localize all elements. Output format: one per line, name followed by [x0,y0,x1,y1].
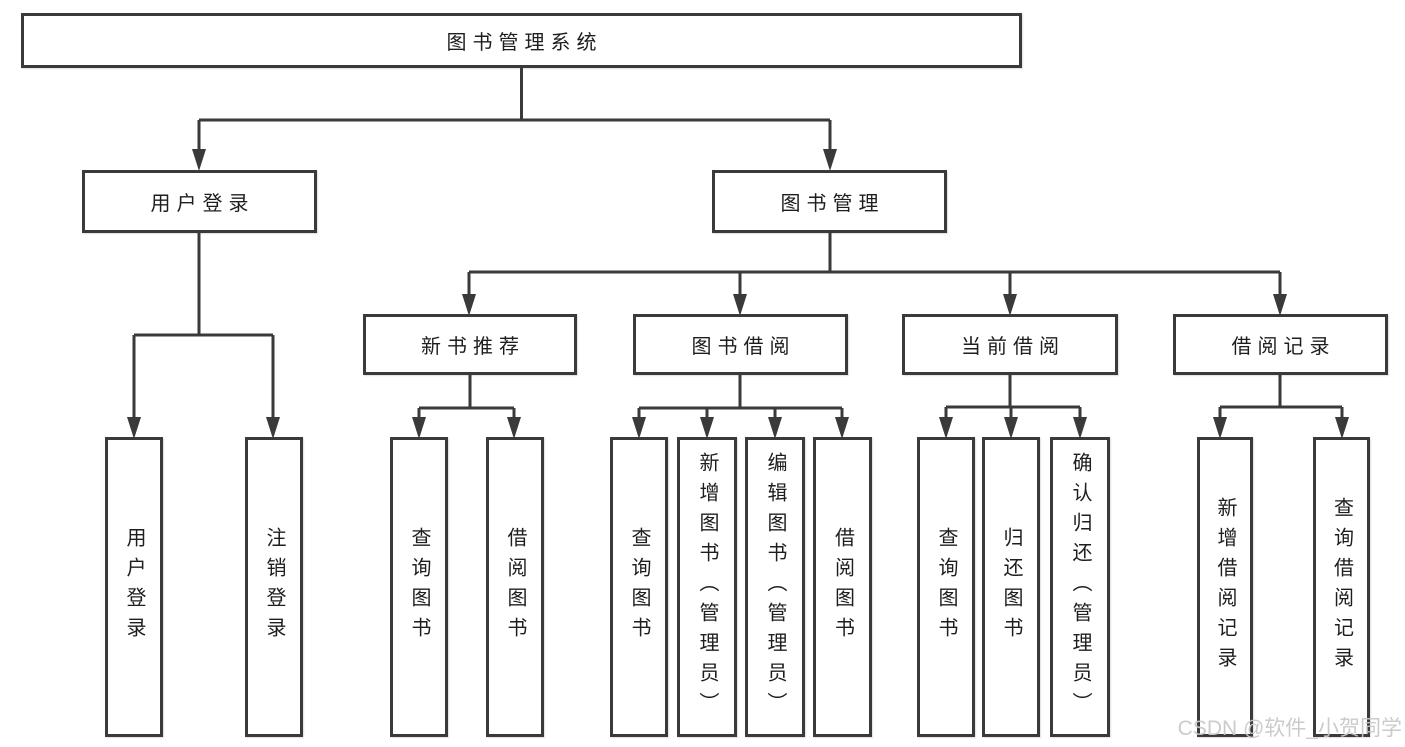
leaf-bb-borrow-books: 借阅图书 [813,437,872,737]
node-book-management: 图书管理 [712,170,947,233]
leaf-cb-confirm-return-admin: 确认归还（管理员） [1050,437,1110,737]
leaf-br-add-record: 新增借阅记录 [1197,437,1253,737]
leaf-bb-edit-books-admin: 编辑图书（管理员） [745,437,805,737]
leaf-user-login: 用户登录 [105,437,163,737]
leaf-cb-query-books: 查询图书 [917,437,975,737]
node-library-system-root: 图书管理系统 [21,13,1022,68]
leaf-bb-query-books: 查询图书 [610,437,668,737]
node-borrow-records: 借阅记录 [1173,314,1388,375]
leaf-nb-query-books: 查询图书 [390,437,448,737]
leaf-nb-borrow-books: 借阅图书 [486,437,544,737]
node-new-book-recommend: 新书推荐 [363,314,577,375]
node-book-borrow: 图书借阅 [633,314,848,375]
leaf-cb-return-books: 归还图书 [982,437,1040,737]
leaf-bb-add-books-admin: 新增图书（管理员） [677,437,737,737]
watermark: CSDN @软件_小贺同学 [1177,717,1402,740]
node-current-borrow: 当前借阅 [902,314,1118,375]
leaf-br-query-record: 查询借阅记录 [1313,437,1370,737]
leaf-logout: 注销登录 [245,437,303,737]
node-user-login: 用户登录 [82,170,317,233]
